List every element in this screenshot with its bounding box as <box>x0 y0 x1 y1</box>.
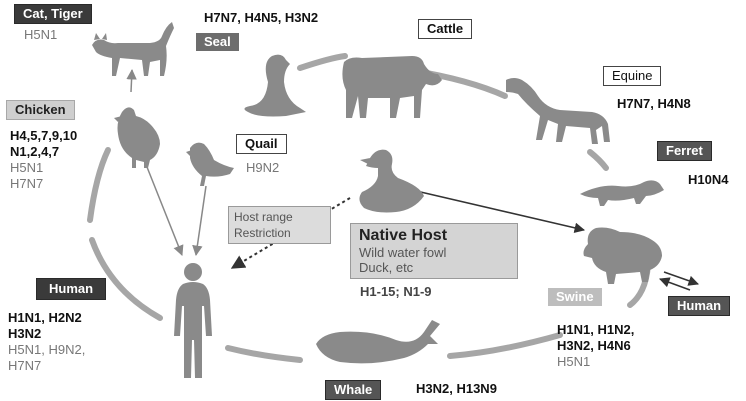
seal-subtypes: H7N7, H4N5, H3N2 <box>204 10 318 26</box>
human-left-subtype-3: H5N1, H9N2, <box>8 342 85 358</box>
chicken-subtype-h7n7: H7N7 <box>10 176 43 192</box>
whale-subtypes: H3N2, H13N9 <box>416 381 497 397</box>
swine-label: Swine <box>548 288 602 306</box>
native-host-subtypes: H1-15; N1-9 <box>360 284 432 300</box>
chicken-subtype-h5n1: H5N1 <box>10 160 43 176</box>
quail-subtype: H9N2 <box>246 160 279 176</box>
swine-subtype-2: H3N2, H4N6 <box>557 338 631 354</box>
whale-silhouette <box>316 320 440 363</box>
equine-label: Equine <box>603 66 661 86</box>
swine-silhouette <box>584 228 663 285</box>
human-silhouette <box>174 263 212 378</box>
native-host-line-1: Wild water fowl <box>359 245 509 260</box>
chicken-label: Chicken <box>6 100 75 120</box>
whale-label: Whale <box>325 380 381 400</box>
human-left-subtype-2: H3N2 <box>8 326 41 342</box>
seal-silhouette <box>244 55 306 117</box>
host-range-line-1: Host range <box>234 209 325 225</box>
equine-subtypes: H7N7, H4N8 <box>617 96 691 112</box>
swine-subtype-3: H5N1 <box>557 354 590 370</box>
chicken-silhouette <box>114 107 160 168</box>
human-right-label: Human <box>668 296 730 316</box>
native-host-line-2: Duck, etc <box>359 260 509 275</box>
chicken-subtype-h: H4,5,7,9,10 <box>10 128 77 144</box>
quail-label: Quail <box>236 134 287 154</box>
host-range-box: Host range Restriction <box>228 206 331 244</box>
human-left-subtype-1: H1N1, H2N2 <box>8 310 82 326</box>
equine-silhouette <box>506 78 610 144</box>
swine-subtype-1: H1N1, H1N2, <box>557 322 634 338</box>
cattle-silhouette <box>342 56 442 118</box>
native-host-box: Native Host Wild water fowl Duck, etc <box>350 223 518 279</box>
native-host-title: Native Host <box>359 227 509 245</box>
cattle-label: Cattle <box>418 19 472 39</box>
cat-silhouette <box>92 22 174 76</box>
duck-silhouette <box>359 150 424 213</box>
ferret-silhouette <box>580 180 664 206</box>
chicken-subtype-n: N1,2,4,7 <box>10 144 59 160</box>
host-range-line-2: Restriction <box>234 225 325 241</box>
ferret-label: Ferret <box>657 141 712 161</box>
human-left-label: Human <box>36 278 106 300</box>
ferret-subtype: H10N4 <box>688 172 728 188</box>
cat-tiger-subtype: H5N1 <box>24 27 57 43</box>
cat-tiger-label: Cat, Tiger <box>14 4 92 24</box>
human-left-subtype-4: H7N7 <box>8 358 41 374</box>
quail-silhouette <box>186 143 234 186</box>
seal-label: Seal <box>196 33 239 51</box>
